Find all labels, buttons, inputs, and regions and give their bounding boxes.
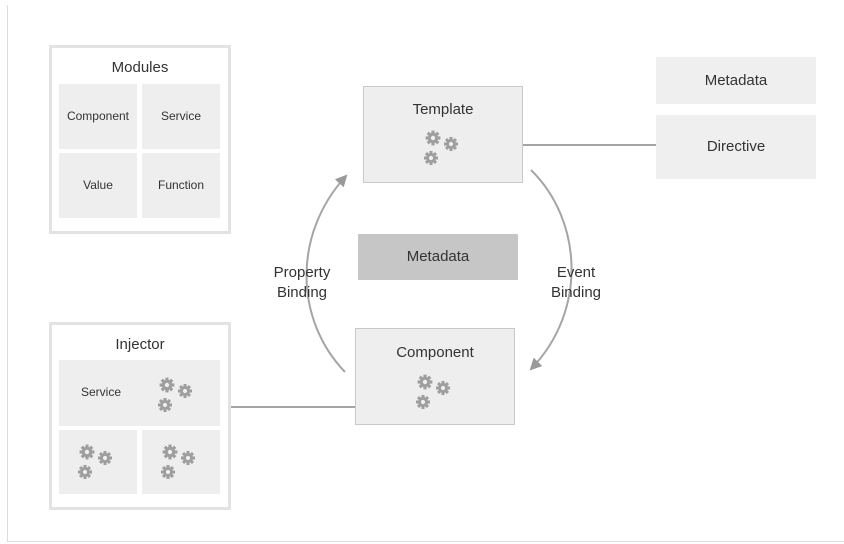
module-cell-value: Value xyxy=(59,153,137,218)
gear-icon xyxy=(421,127,467,169)
gear-icon xyxy=(155,374,201,416)
directive-box: Directive xyxy=(656,115,816,179)
event-binding-label: Event Binding xyxy=(536,263,616,303)
property-binding-label: Property Binding xyxy=(262,263,342,303)
arrow-event-binding xyxy=(529,169,573,371)
module-label-service: Service xyxy=(160,109,201,123)
event-binding-line-1: Event xyxy=(556,264,596,281)
module-label-component: Component xyxy=(66,109,130,123)
injector-title: Injector xyxy=(115,336,165,353)
metadata-right-label: Metadata xyxy=(704,72,768,89)
component-title: Component xyxy=(396,344,474,361)
module-cell-component: Component xyxy=(59,84,137,149)
arrow-property-binding xyxy=(305,174,348,373)
property-binding-line-2: Binding xyxy=(276,284,328,301)
gear-icon xyxy=(413,371,459,413)
event-binding-line-2: Binding xyxy=(550,284,602,301)
template-title: Template xyxy=(412,101,474,118)
gear-icon xyxy=(75,441,121,483)
injector-service-label: Service xyxy=(80,385,121,399)
injector-cell-bottom-left xyxy=(59,430,137,494)
injector-service-cell: Service xyxy=(59,360,220,426)
component-node: Component xyxy=(355,328,515,425)
injector-cell-bottom-right xyxy=(142,430,220,494)
metadata-right-box: Metadata xyxy=(656,57,816,104)
property-binding-line-1: Property xyxy=(273,264,331,281)
directive-label: Directive xyxy=(706,138,766,155)
module-label-value: Value xyxy=(83,178,113,192)
module-cell-function: Function xyxy=(142,153,220,218)
metadata-center-box: Metadata xyxy=(358,234,518,280)
metadata-center-label: Metadata xyxy=(406,248,470,265)
module-cell-service: Service xyxy=(142,84,220,149)
diagram-frame xyxy=(7,5,844,542)
template-node: Template xyxy=(363,86,523,183)
injector-panel: Injector Service xyxy=(49,322,231,510)
modules-title: Modules xyxy=(111,59,169,76)
modules-panel: Modules Component Service Value Function xyxy=(49,45,231,234)
module-label-function: Function xyxy=(157,178,205,192)
gear-icon xyxy=(158,441,204,483)
